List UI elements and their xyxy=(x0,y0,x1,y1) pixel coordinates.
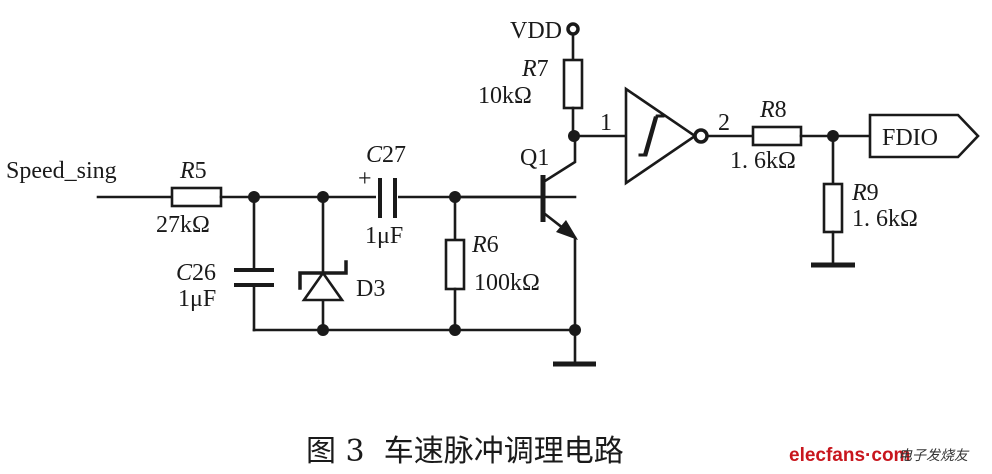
r6-value: 100kΩ xyxy=(474,270,540,296)
c27-value: 1μF xyxy=(365,223,403,249)
schmitt-inverter: 1 2 xyxy=(572,86,730,186)
c26-value: 1μF xyxy=(178,286,216,312)
svg-text:C26: C26 xyxy=(176,260,216,286)
watermark-site: elecfans·com xyxy=(789,445,910,466)
svg-text:R5: R5 xyxy=(179,158,207,184)
vdd-terminal: VDD xyxy=(510,18,580,44)
transistor-q1: Q1 xyxy=(453,132,578,332)
output-port-fdio: FDIO xyxy=(868,113,980,159)
svg-text:R6: R6 xyxy=(471,232,499,258)
zener-diode-d3: D3 xyxy=(298,195,385,332)
pin-2-label: 2 xyxy=(718,110,730,136)
capacitor-c26: C26 1μF xyxy=(176,195,274,332)
svg-text:R8: R8 xyxy=(759,97,787,123)
resistor-r8: R8 1. 6kΩ xyxy=(705,97,872,174)
r8-value: 1. 6kΩ xyxy=(730,148,796,174)
junction-dot xyxy=(317,324,329,336)
d3-label: D3 xyxy=(356,276,385,302)
resistor-r7: R7 10kΩ xyxy=(478,32,584,136)
svg-text:R9: R9 xyxy=(851,180,879,206)
vdd-label: VDD xyxy=(510,18,562,44)
resistor-r9: R9 1. 6kΩ xyxy=(822,134,918,266)
c27-polarity: + xyxy=(358,166,372,192)
capacitor-c27: + C27 1μF xyxy=(358,142,406,249)
inverter-bubble-icon xyxy=(693,128,709,144)
r5-value: 27kΩ xyxy=(156,212,210,238)
ground-icon xyxy=(553,328,596,367)
junction-dot xyxy=(449,324,461,336)
input-label: Speed_sing xyxy=(6,158,117,184)
figure-caption: 图 3 车速脉冲调理电路 xyxy=(306,434,624,469)
q1-label: Q1 xyxy=(520,145,549,171)
watermark-site-cn: 电子发烧友 xyxy=(898,448,970,464)
vdd-terminal-icon xyxy=(566,22,580,36)
svg-text:C27: C27 xyxy=(366,142,406,168)
resistor-r6: R6 100kΩ xyxy=(444,195,540,332)
pin-1-label: 1 xyxy=(600,110,612,136)
svg-text:R7: R7 xyxy=(521,56,549,82)
r7-value: 10kΩ xyxy=(478,83,532,109)
r9-value: 1. 6kΩ xyxy=(852,206,918,232)
output-label: FDIO xyxy=(882,125,938,151)
emitter-arrow-icon xyxy=(556,220,578,240)
